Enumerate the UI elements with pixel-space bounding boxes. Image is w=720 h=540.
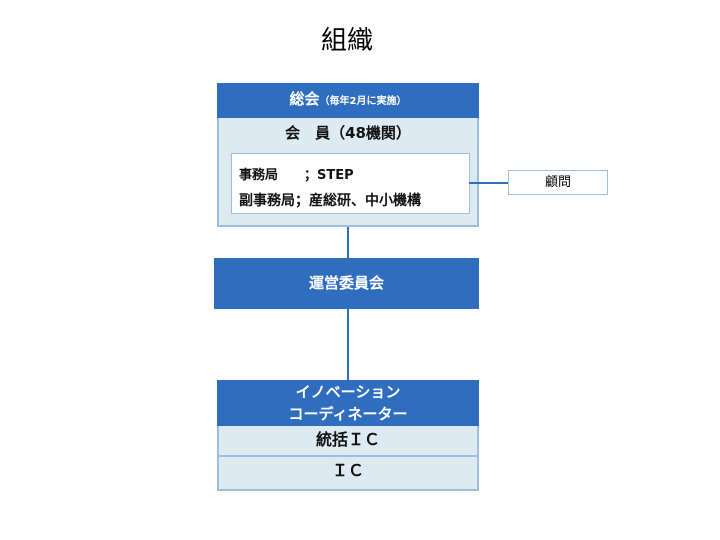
general-meeting-box: 総会（毎年2月に実施） 会 員（48機関） 事務局 ；STEP 副事務局；産総研…: [217, 83, 479, 227]
general-meeting-header: 総会（毎年2月に実施）: [217, 83, 479, 118]
coordinator-box: イノベーション コーディネーター 統括ＩＣ ＩＣ: [217, 380, 479, 491]
advisor-connector: [469, 182, 509, 184]
general-meeting-title: 総会: [289, 90, 320, 108]
page-title: 組織: [320, 26, 373, 56]
vice-secretariat-text: 副事務局；産総研、中小機構: [239, 193, 421, 209]
connector-line: [347, 227, 349, 258]
coordinator-row: ＩＣ: [331, 461, 364, 480]
members-label: 会 員（48機関）: [285, 124, 411, 142]
steering-committee-box: 運営委員会: [214, 258, 479, 309]
connector-line: [347, 309, 349, 380]
coordinator-row: 統括ＩＣ: [219, 426, 477, 457]
secretariat-text: 事務局 ；STEP: [239, 168, 354, 183]
coordinator-header: イノベーション コーディネーター: [217, 380, 479, 426]
coordinator-title-line2: コーディネーター: [288, 405, 408, 423]
advisor-box: 顧問: [508, 170, 608, 195]
secretariat-box: 事務局 ；STEP 副事務局；産総研、中小機構: [231, 153, 470, 214]
general-meeting-note: （毎年2月に実施）: [319, 96, 407, 107]
coordinator-title-line1: イノベーション: [295, 383, 401, 401]
